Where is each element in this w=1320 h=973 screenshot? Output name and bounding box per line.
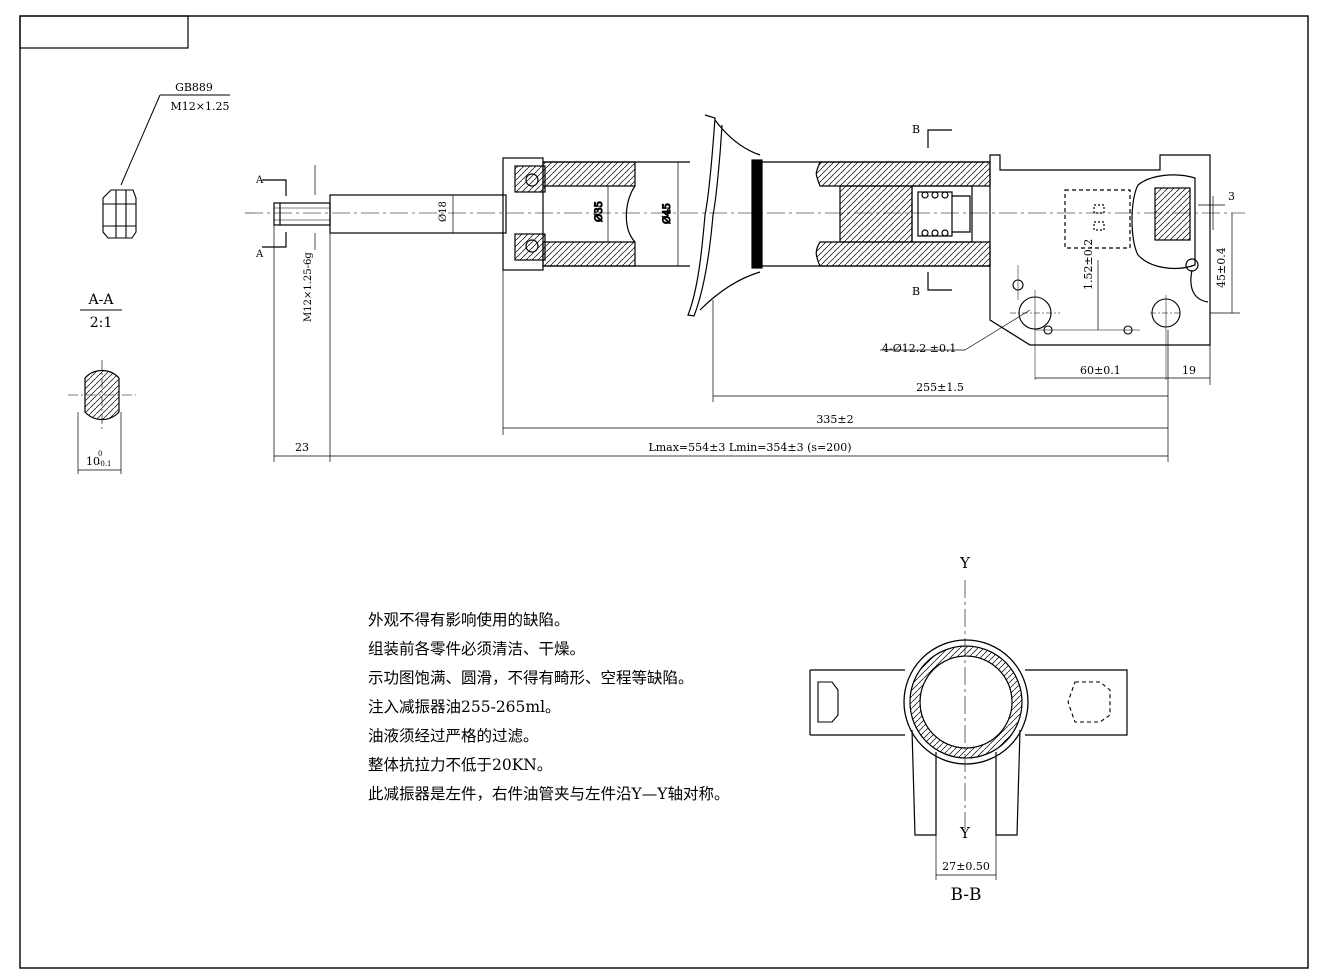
seal-cap bbox=[502, 157, 546, 271]
nut-callout: GB889 M12×1.25 bbox=[120, 81, 230, 186]
technical-notes: 外观不得有影响使用的缺陷。 组装前各零件必须清洁、干燥。 示功图饱满、圆滑，不得… bbox=[368, 606, 788, 809]
note-5: 油液须经过严格的过滤。 bbox=[368, 727, 539, 745]
len-335-dim: 335±2 bbox=[816, 413, 853, 426]
svg-text:M12×1.25-6g: M12×1.25-6g bbox=[303, 252, 314, 322]
height-dim: 45±0.4 bbox=[1215, 247, 1228, 288]
drawing-border bbox=[19, 15, 1309, 969]
bb-width-dim: 27±0.50 bbox=[942, 860, 990, 873]
note-4: 注入减振器油255-265ml。 bbox=[368, 698, 561, 716]
note-6: 整体抗拉力不低于20KN。 bbox=[368, 756, 553, 774]
section-a-markers: A A bbox=[255, 175, 287, 260]
spacing-dim: 60±0.1 bbox=[1080, 364, 1121, 377]
title-block bbox=[19, 15, 189, 49]
section-aa: A-A 2:1 10 0 -0.1 bbox=[68, 292, 136, 474]
svg-text:Ø35: Ø35 bbox=[594, 201, 605, 222]
offset-vertical-dim: 1.52±0.2 bbox=[1082, 239, 1095, 290]
nut-icon bbox=[102, 189, 137, 239]
svg-text:B: B bbox=[912, 123, 920, 136]
bb-axis-bottom: Y bbox=[959, 824, 971, 842]
len-total-dim: Lmax=554±3 Lmin=354±3 (s=200) bbox=[648, 441, 851, 454]
svg-text:A: A bbox=[255, 175, 264, 186]
note-1: 外观不得有影响使用的缺陷。 bbox=[368, 611, 570, 629]
holes-dim: 4-Ø12.2 ±0.1 bbox=[882, 342, 956, 355]
section-aa-width: 10 bbox=[86, 455, 100, 468]
nut-thread-label: M12×1.25 bbox=[171, 100, 230, 113]
piston-rod bbox=[273, 194, 507, 234]
section-bb: Y Y 27±0.50 B-B bbox=[809, 554, 1128, 905]
svg-text:Ø45: Ø45 bbox=[662, 203, 673, 224]
section-aa-scale: 2:1 bbox=[90, 315, 113, 331]
section-b-markers: B B bbox=[912, 123, 952, 298]
nut-standard-label: GB889 bbox=[175, 81, 213, 94]
rod-dia-dim: Ø18 bbox=[438, 195, 454, 233]
bracket-dims bbox=[880, 196, 1240, 385]
note-7: 此减振器是左件，右件油管夹与左件沿Y—Y轴对称。 bbox=[368, 785, 730, 803]
note-2: 组装前各零件必须清洁、干燥。 bbox=[368, 640, 586, 658]
outer-tube: Ø35 Ø45 bbox=[542, 161, 690, 267]
svg-text:A: A bbox=[255, 249, 264, 260]
rod-thread-dim: M12×1.25-6g bbox=[303, 165, 316, 322]
section-aa-label: A-A bbox=[88, 292, 115, 308]
offset-small-dim: 3 bbox=[1228, 190, 1235, 203]
mount-bracket bbox=[989, 154, 1211, 346]
end-dim: 19 bbox=[1182, 364, 1196, 377]
len-23-dim: 23 bbox=[295, 441, 309, 454]
len-255-dim: 255±1.5 bbox=[916, 381, 964, 394]
svg-text:-0.1: -0.1 bbox=[98, 460, 112, 468]
svg-text:Ø18: Ø18 bbox=[438, 201, 449, 222]
bb-label: B-B bbox=[950, 885, 981, 905]
mount-holes bbox=[1010, 265, 1182, 380]
svg-text:0: 0 bbox=[98, 450, 102, 458]
svg-text:B: B bbox=[912, 285, 920, 298]
note-3: 示功图饱满、圆滑，不得有畸形、空程等缺陷。 bbox=[368, 669, 694, 687]
spring-seat bbox=[687, 114, 820, 317]
bb-axis-top: Y bbox=[959, 554, 971, 572]
piston-section bbox=[815, 161, 991, 267]
length-dims bbox=[273, 225, 1169, 462]
